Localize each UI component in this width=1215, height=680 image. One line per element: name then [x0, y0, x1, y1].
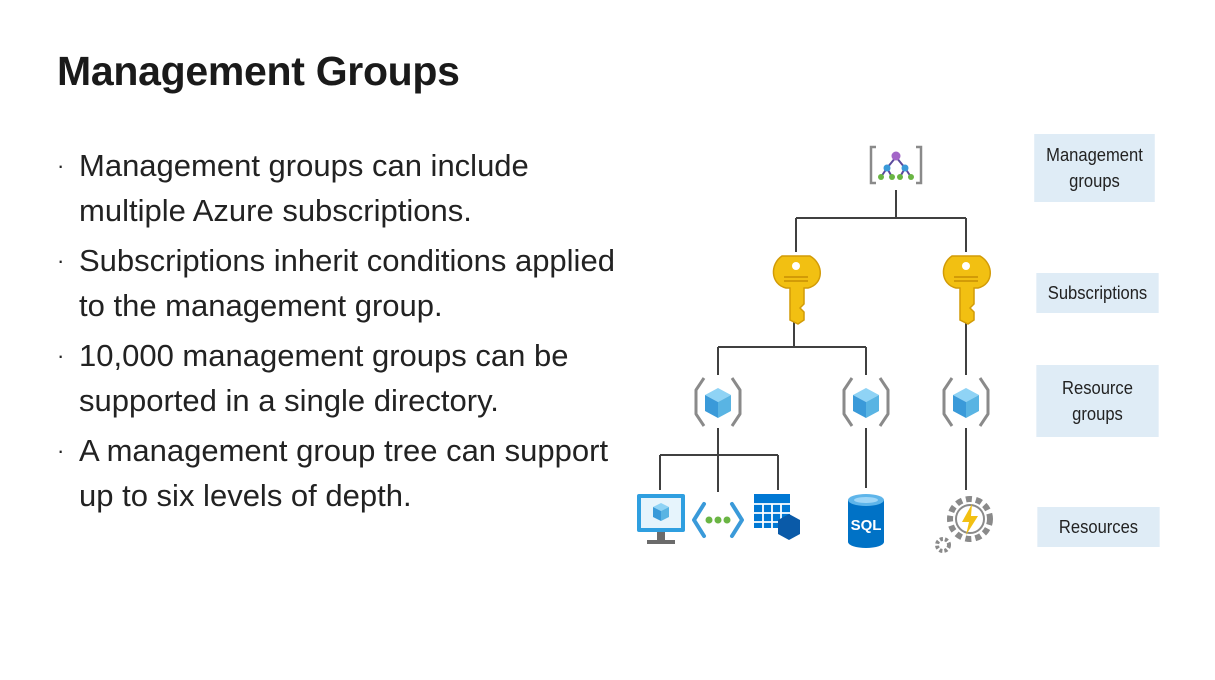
hierarchy-diagram: SQL	[637, 145, 993, 553]
table-storage-icon	[754, 494, 800, 540]
level-label-resources: Resources	[1037, 507, 1160, 547]
level-label-subscriptions: Subscriptions	[1036, 273, 1159, 313]
bullet-marker: ·	[57, 153, 65, 178]
key-icon	[772, 255, 821, 325]
bullet-marker: ·	[57, 248, 65, 273]
sql-database-icon: SQL	[848, 494, 884, 548]
resource-group-icon	[694, 377, 742, 427]
sql-label: SQL	[851, 517, 882, 534]
level-label-resource-groups: Resource groups	[1036, 365, 1159, 437]
bullet-item: ·A management group tree can support up …	[56, 428, 636, 518]
connector-lines	[659, 190, 967, 492]
bullet-item: ·10,000 management groups can be support…	[56, 333, 636, 423]
resource-group-icon	[942, 377, 990, 427]
level-label-management-groups: Management groups	[1034, 134, 1155, 202]
virtual-network-icon	[692, 502, 744, 538]
virtual-machine-icon	[637, 494, 685, 544]
slide-title: Management Groups	[57, 48, 460, 94]
function-app-icon	[935, 496, 993, 553]
bullet-marker: ·	[57, 343, 65, 368]
key-icon	[942, 255, 991, 325]
management-group-icon	[869, 145, 923, 185]
bullet-list: ·Management groups can include multiple …	[56, 143, 636, 523]
resource-group-icon	[842, 377, 890, 427]
bullet-item: ·Management groups can include multiple …	[56, 143, 636, 233]
bullet-item: ·Subscriptions inherit conditions applie…	[56, 238, 636, 328]
bullet-marker: ·	[57, 438, 65, 463]
